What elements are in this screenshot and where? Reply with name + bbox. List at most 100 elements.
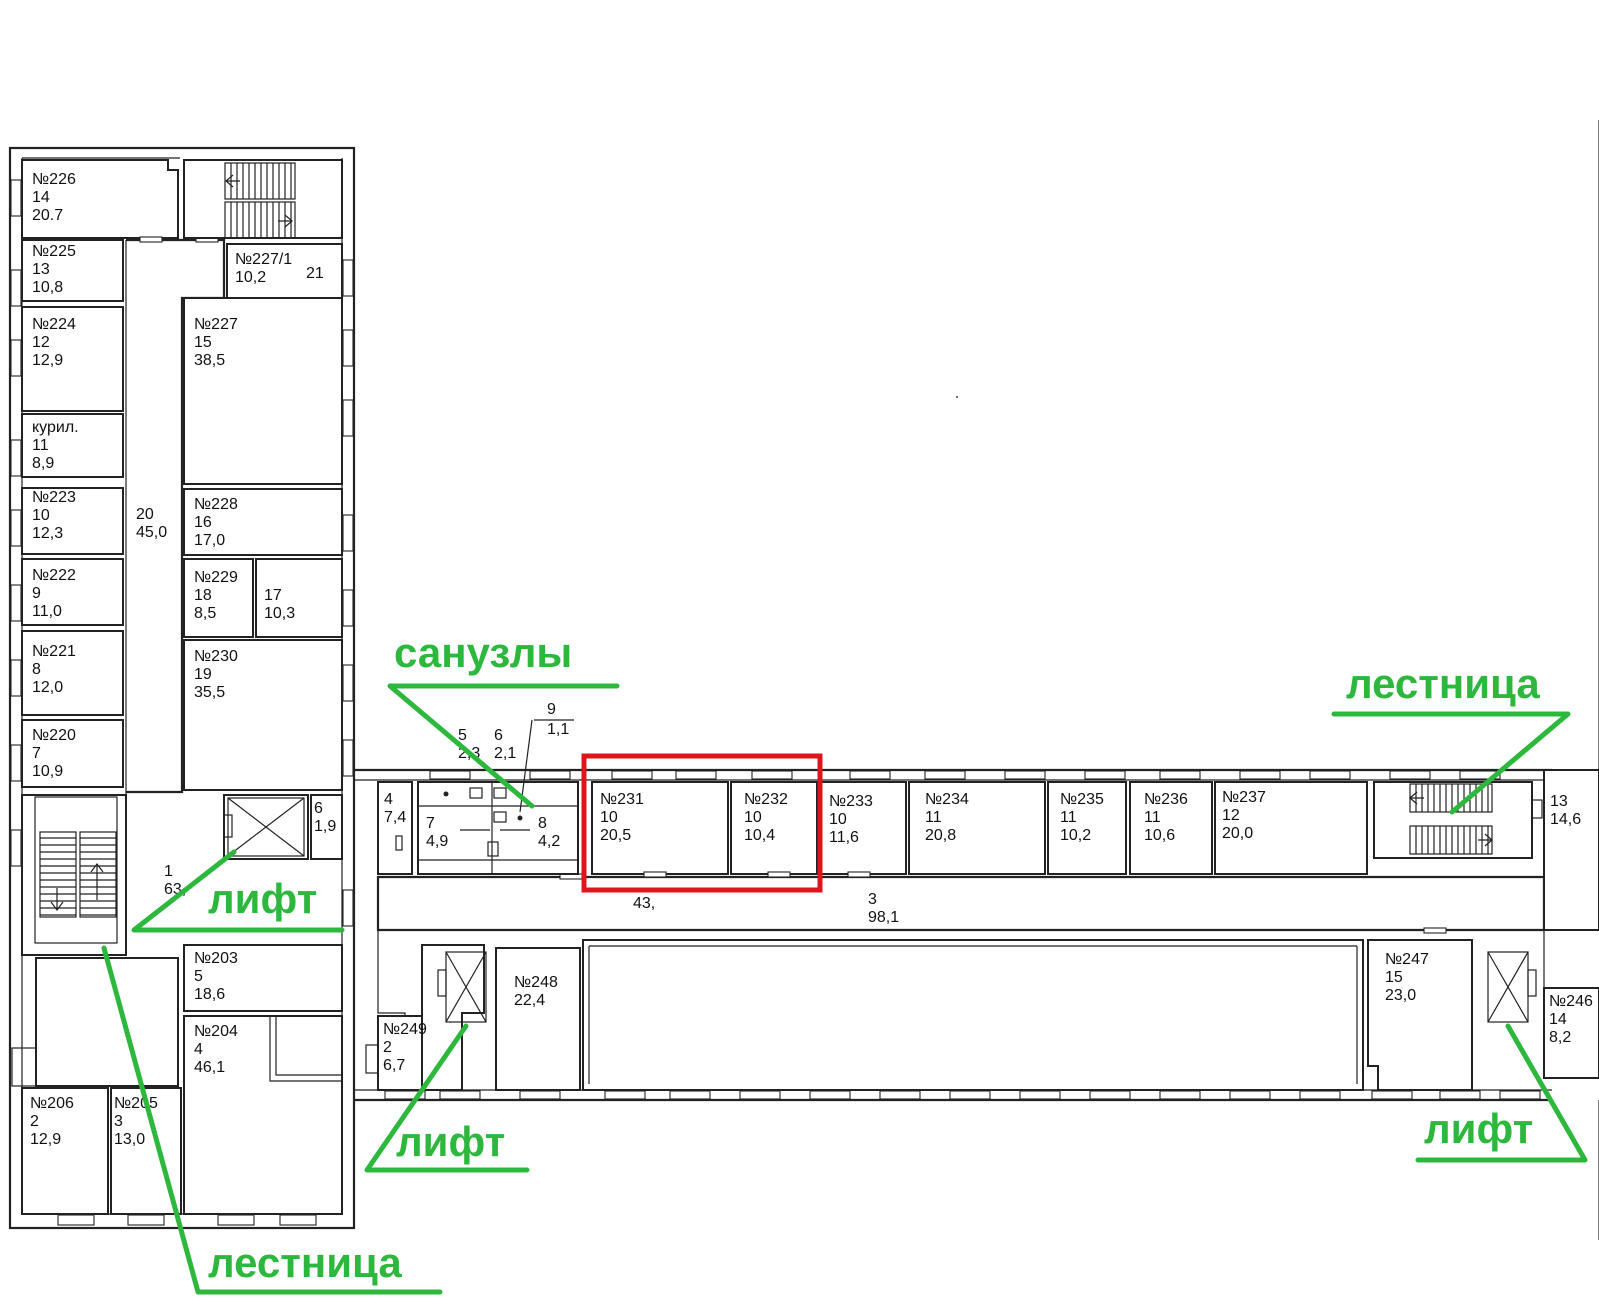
east-elevator-left	[437, 951, 487, 1023]
annotations: санузлы лестница лифт лестница лифт лифт	[101, 629, 1588, 1295]
corridor-20-area: 45,0	[136, 524, 167, 541]
room-234-number: №234	[925, 791, 969, 808]
room-225-number: №225	[32, 243, 76, 260]
room-6-small-area: 1,9	[314, 818, 336, 835]
window	[342, 259, 354, 297]
room-6-area: 2,1	[494, 745, 516, 762]
room-227-1-number: №227/1	[235, 251, 292, 268]
smoking-room-index: 11	[32, 437, 49, 454]
room-225	[21, 239, 124, 302]
room-248-number: №248	[514, 974, 558, 991]
room-205-index: 3	[114, 1113, 123, 1130]
room-249-index: 2	[383, 1039, 392, 1056]
room-17	[255, 558, 343, 638]
room-204-number: №204	[194, 1023, 238, 1040]
window	[10, 584, 22, 622]
room-221-number: №221	[32, 643, 76, 660]
room-227	[183, 297, 343, 485]
window	[279, 1214, 317, 1226]
room-226-number: №226	[32, 171, 76, 188]
room-246	[1543, 987, 1599, 1079]
window	[1239, 770, 1281, 780]
room-5-index: 5	[458, 727, 467, 744]
room-206-number: №206	[30, 1095, 74, 1112]
room-223	[21, 487, 124, 555]
window	[342, 399, 354, 437]
room-229	[183, 558, 254, 638]
smoking-room-area: 8,9	[32, 455, 54, 472]
room-230-area: 35,5	[194, 684, 225, 701]
room-247-area: 23,0	[1385, 987, 1416, 1004]
pointer-elevator-west	[131, 849, 345, 933]
hall-1-index: 1	[164, 863, 173, 880]
room-204	[183, 1015, 343, 1215]
room-223-number: №223	[32, 489, 76, 506]
west-stair-box	[21, 794, 127, 956]
sanitary-block	[417, 781, 579, 875]
room-220-area: 10,9	[32, 763, 63, 780]
window	[1371, 1090, 1413, 1100]
room-203-index: 5	[194, 968, 203, 985]
room-233-index: 10	[829, 811, 847, 828]
room-229-number: №229	[194, 569, 238, 586]
window	[739, 1090, 781, 1100]
room-221-index: 8	[32, 661, 41, 678]
window	[1459, 770, 1501, 780]
hall-lower-west	[35, 957, 179, 1087]
corridor-3-index: 3	[868, 891, 877, 908]
room-228-number: №228	[194, 496, 238, 513]
label-elevator-west: лифт	[208, 875, 317, 922]
window	[342, 589, 354, 627]
room-234-area: 20,8	[925, 827, 956, 844]
corridor-20-index: 20	[136, 506, 154, 523]
smoking-room-name: курил.	[32, 419, 79, 436]
label-elevator-east-left: лифт	[396, 1118, 505, 1165]
window	[1084, 770, 1126, 780]
room-222	[21, 558, 124, 626]
room-203-area: 18,6	[194, 986, 225, 1003]
room-13	[1543, 769, 1599, 931]
room-labels: №226 14 20.7 №225 13 10,8 №224 12 12,9 к…	[30, 171, 1593, 1148]
room-9-index: 9	[547, 701, 556, 718]
window	[675, 770, 717, 780]
room-223-index: 10	[32, 507, 50, 524]
room-233	[819, 781, 907, 875]
room-205-area: 13,0	[114, 1131, 145, 1148]
label-staircase-east: лестница	[1346, 660, 1540, 707]
room-232-area: 10,4	[744, 827, 775, 844]
room-227-number: №227	[194, 316, 238, 333]
room-222-index: 9	[32, 585, 41, 602]
room-221-area: 12,0	[32, 679, 63, 696]
room-225-area: 10,8	[32, 279, 63, 296]
window	[217, 1214, 255, 1226]
room-smoking	[21, 413, 124, 478]
room-249-area: 6,7	[383, 1057, 405, 1074]
room-6-small-index: 6	[314, 800, 323, 817]
room-236	[1129, 781, 1213, 875]
room-249-number: №249	[383, 1021, 427, 1038]
window	[342, 514, 354, 552]
room-13-index: 13	[1550, 793, 1568, 810]
window	[1499, 1090, 1541, 1100]
pointer-elevator-east-left	[364, 1023, 530, 1173]
window	[10, 339, 22, 377]
room-220-index: 7	[32, 745, 41, 762]
room-248-area: 22,4	[514, 992, 545, 1009]
room-233-area: 11,6	[829, 829, 859, 846]
room-237-number: №237	[1222, 789, 1266, 806]
room-226	[21, 159, 179, 239]
room-223-area: 12,3	[32, 525, 63, 542]
room-227-index: 15	[194, 334, 212, 351]
window	[1019, 1090, 1061, 1100]
east-elevator-right	[1487, 951, 1537, 1023]
pointer-staircase-west	[101, 945, 443, 1295]
room-225-index: 13	[32, 261, 50, 278]
lecture-hall	[582, 939, 1364, 1091]
room-220-number: №220	[32, 727, 76, 744]
label-sanitary: санузлы	[394, 629, 572, 676]
corridor-3-area: 98,1	[868, 909, 899, 926]
window	[439, 1090, 481, 1100]
room-234-index: 11	[925, 809, 942, 826]
room-236-number: №236	[1144, 791, 1188, 808]
